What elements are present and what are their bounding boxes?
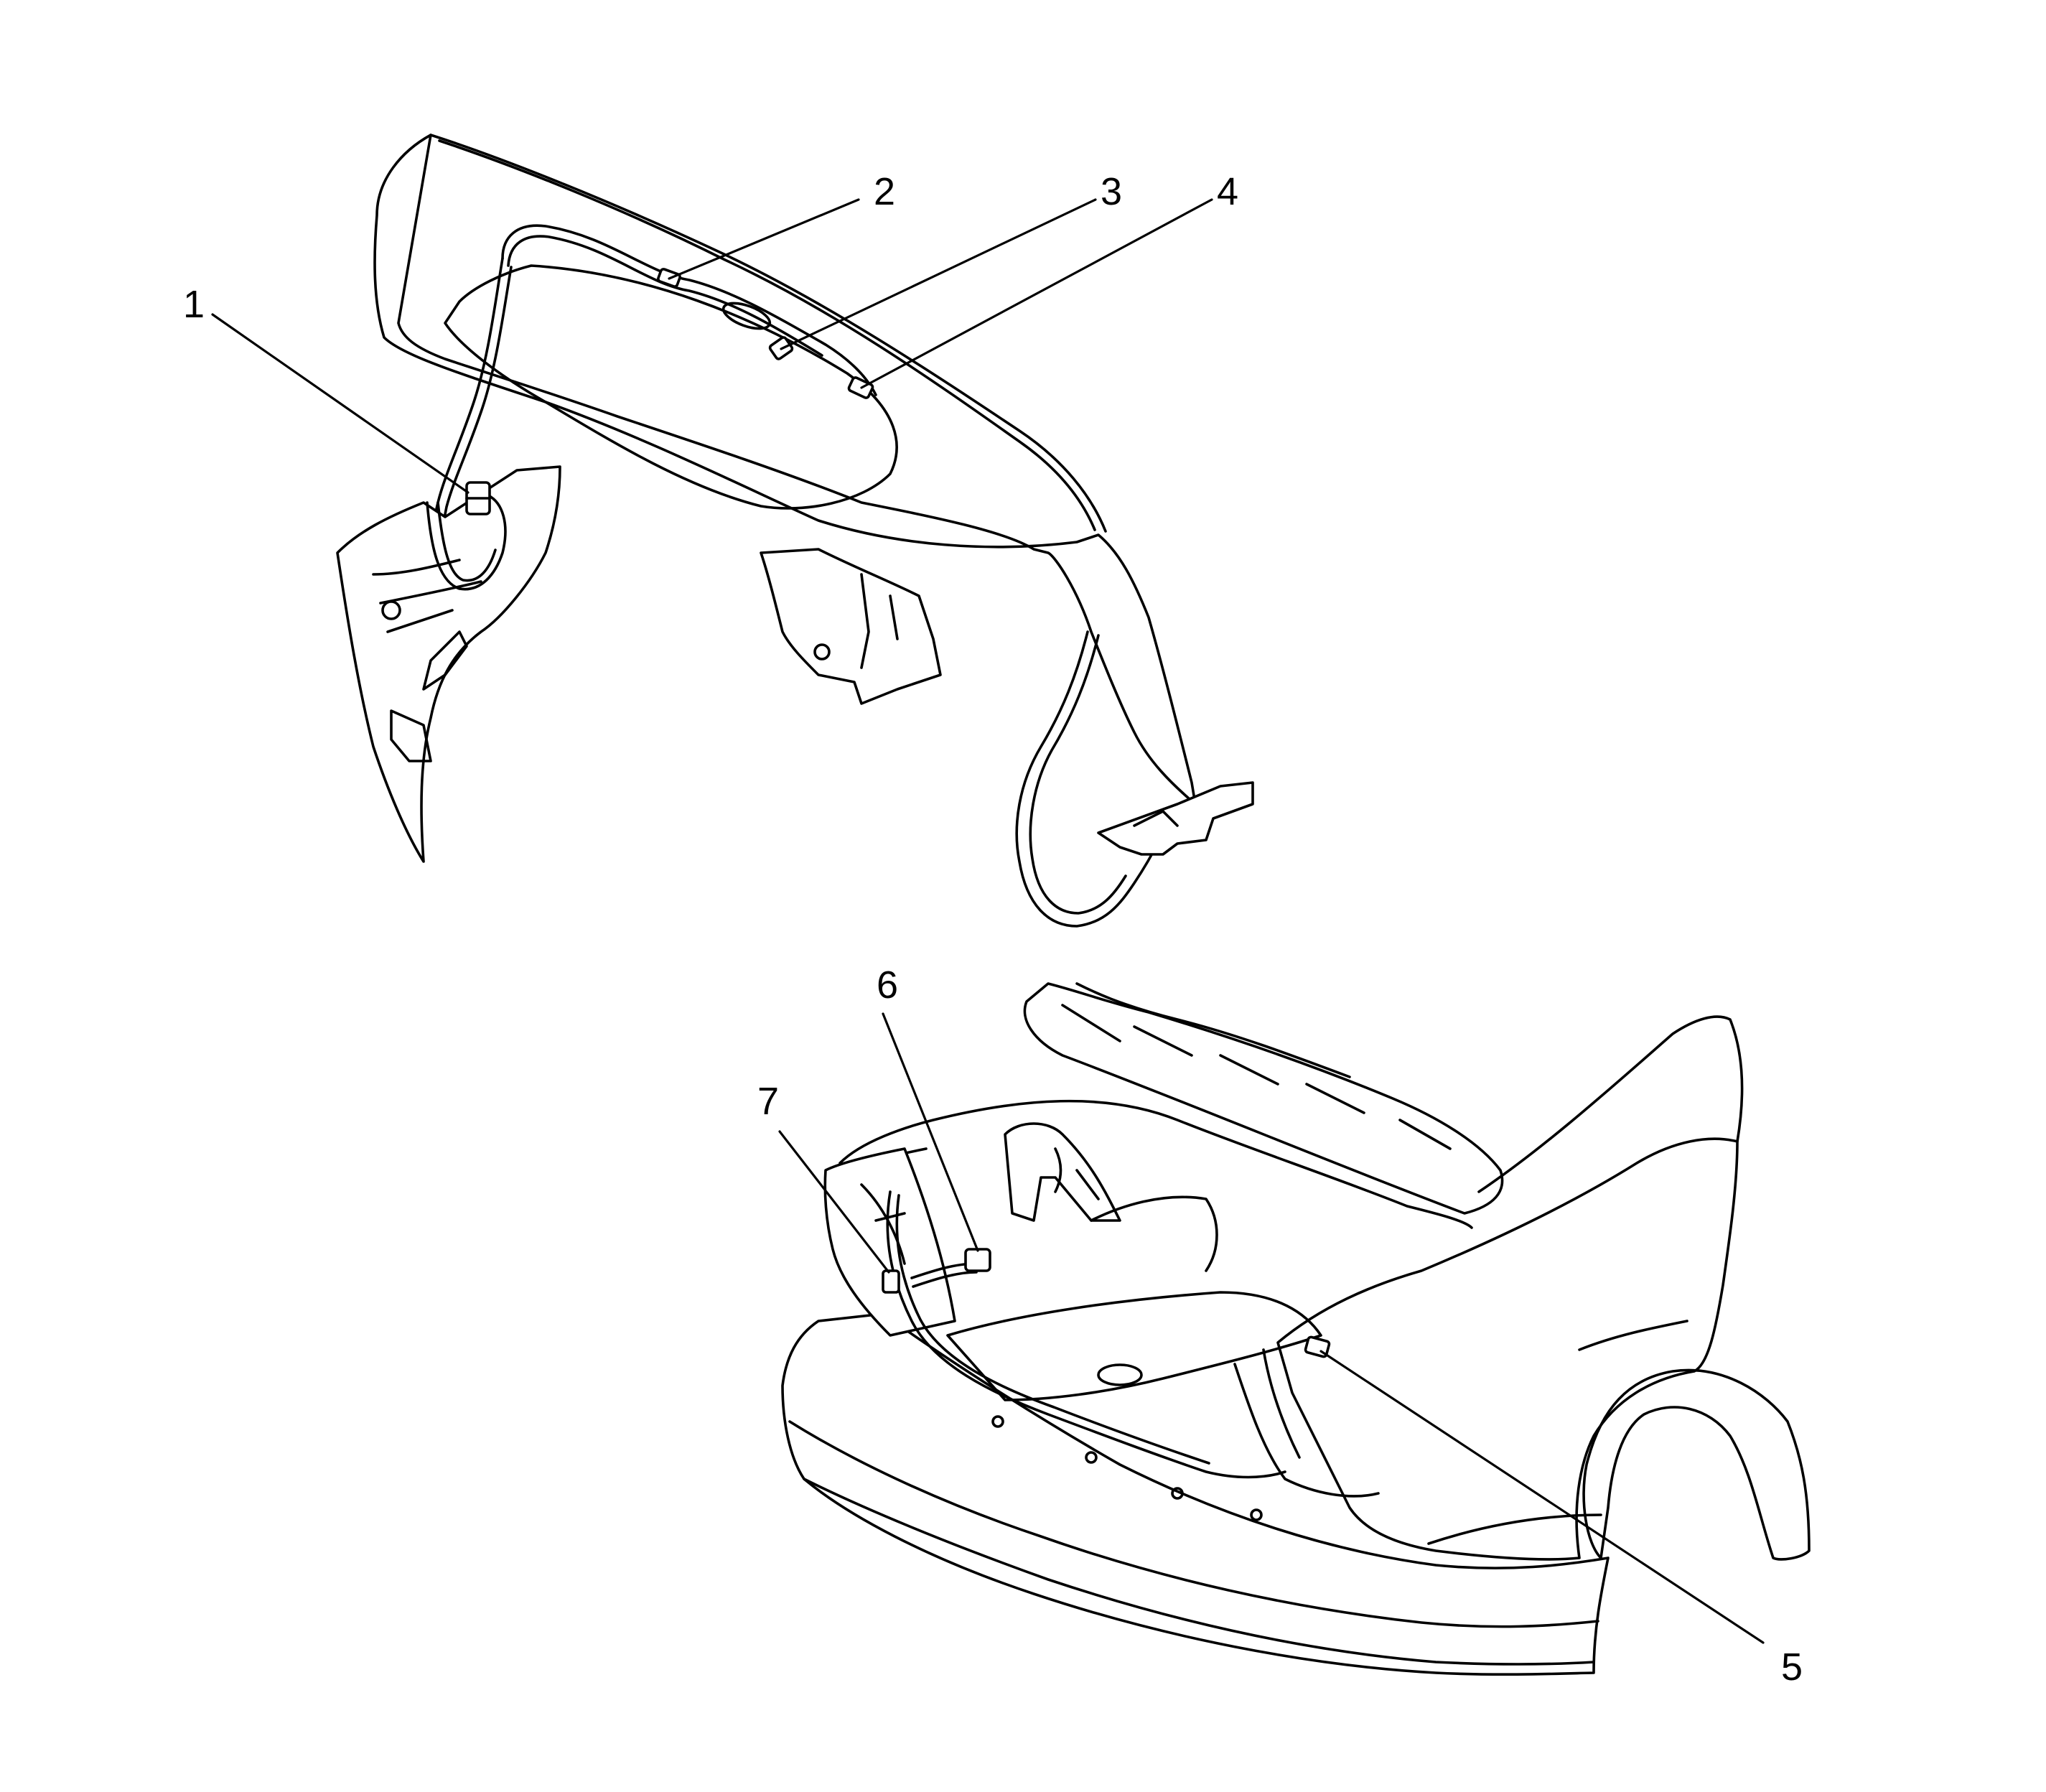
right-quarter-panel — [1582, 1368, 1811, 1561]
center-bracket-hole — [813, 643, 831, 661]
roof-edge — [1075, 982, 1351, 1078]
trunk-lid-illustration — [336, 134, 1254, 928]
spare-well — [1097, 1363, 1143, 1386]
rear-bumper — [781, 1312, 1610, 1676]
trunk-opening — [839, 1099, 1473, 1229]
leader-3 — [780, 198, 1097, 350]
center-bracket — [760, 548, 942, 705]
lid-harness-upper — [501, 224, 877, 396]
deck-lid-panel — [373, 134, 1197, 806]
trunk-v-brace — [1004, 1122, 1121, 1222]
deck-lid-top — [429, 134, 1107, 533]
leader-2 — [668, 198, 860, 280]
leader-5 — [1319, 1350, 1765, 1644]
leader-6 — [882, 1012, 979, 1252]
leader-lines — [211, 198, 1765, 1644]
callout-4: 4 — [1217, 170, 1238, 213]
callout-1: 1 — [183, 283, 205, 326]
rear-package-shelf — [1023, 982, 1504, 1215]
right-hinge-arm — [1015, 630, 1161, 928]
trunk-left-wall — [823, 1147, 956, 1337]
trunk-right-channel — [1233, 1363, 1380, 1498]
trunk-floor — [946, 1291, 1322, 1401]
leader-7 — [778, 1130, 890, 1274]
left-hinge-panel — [336, 465, 561, 863]
callout-6: 6 — [877, 963, 898, 1007]
callout-5: 5 — [1781, 1646, 1803, 1689]
leader-1 — [211, 313, 470, 494]
leader-4 — [860, 198, 1213, 389]
c-pillar-right — [1477, 1015, 1744, 1193]
left-hinge-arm — [426, 494, 507, 591]
right-quarter-body — [1276, 1137, 1739, 1561]
rear-panel-studs — [991, 1415, 1263, 1521]
callout-3: 3 — [1101, 170, 1122, 213]
left-panel-hole — [381, 600, 401, 620]
callout-2: 2 — [874, 170, 895, 213]
left-v-brace — [422, 630, 468, 691]
right-hinge-bracket — [1097, 781, 1254, 856]
connector-6 — [964, 1248, 991, 1272]
spare-tire-arc — [1090, 1195, 1218, 1272]
deck-lid-inner-recess — [444, 264, 898, 510]
lid-latch-bump — [721, 302, 772, 330]
connector-7 — [882, 1269, 900, 1294]
callouts: 1 2 3 4 5 6 7 — [183, 170, 1803, 1689]
rear-body-illustration — [781, 982, 1811, 1676]
callout-7: 7 — [757, 1080, 779, 1123]
